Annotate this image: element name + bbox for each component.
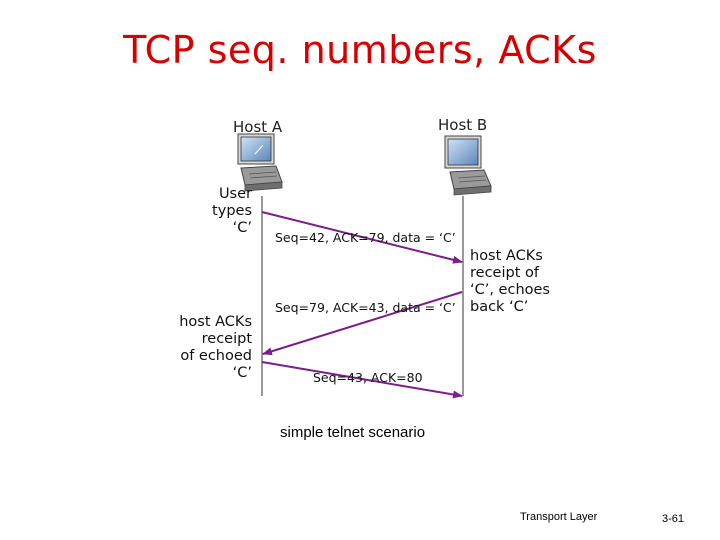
note-user-types: User types ‘C’: [150, 186, 252, 237]
note-line: ‘C’: [150, 220, 252, 237]
footer-section: Transport Layer: [520, 511, 597, 523]
footer-page-number: 3-61: [662, 513, 684, 525]
note-line: of echoed: [150, 348, 252, 365]
note-line: ‘C’: [150, 365, 252, 382]
host-b-computer-icon: [445, 136, 491, 195]
note-line: ‘C’, echoes: [470, 282, 580, 299]
diagram-caption: simple telnet scenario: [280, 424, 425, 441]
host-b-label: Host B: [438, 116, 487, 134]
note-line: host ACKs: [150, 314, 252, 331]
note-host-a-acks: host ACKs receipt of echoed ‘C’: [150, 314, 252, 382]
host-a-label: Host A: [233, 118, 282, 136]
note-line: receipt: [150, 331, 252, 348]
note-line: types: [150, 203, 252, 220]
host-a-computer-icon: [238, 134, 282, 191]
message-label-1: Seq=42, ACK=79, data = ‘C’: [275, 230, 456, 245]
note-line: back ‘C’: [470, 299, 580, 316]
message-label-2: Seq=79, ACK=43, data = ‘C’: [275, 300, 456, 315]
note-line: host ACKs: [470, 248, 580, 265]
note-line: receipt of: [470, 265, 580, 282]
message-label-3: Seq=43, ACK=80: [313, 370, 423, 385]
note-host-b-acks: host ACKs receipt of ‘C’, echoes back ‘C…: [470, 248, 580, 316]
note-line: User: [150, 186, 252, 203]
